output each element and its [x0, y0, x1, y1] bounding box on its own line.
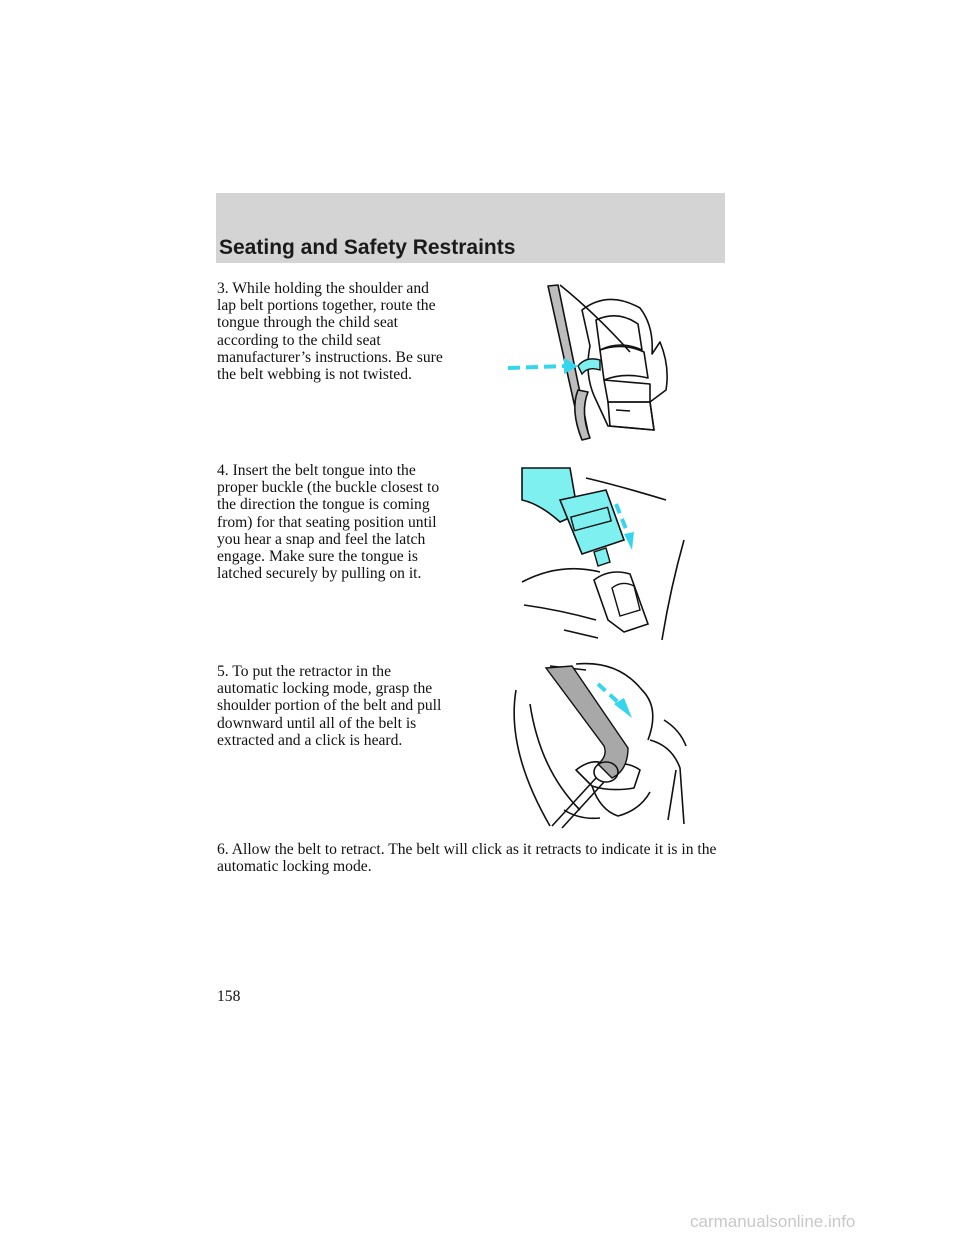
step-4-text: 4. Insert the belt tongue into the prope…	[217, 462, 440, 583]
step-3-text: 3. While holding the shoulder and lap be…	[217, 280, 443, 384]
watermark: carmanualsonline.info	[690, 1212, 856, 1231]
buckle-insertion-illustration	[521, 467, 685, 641]
step-5-text: 5. To put the retractor in the automatic…	[217, 663, 442, 749]
step-6-text: 6. Allow the belt to retract. The belt w…	[217, 841, 717, 876]
child-seat-routing-illustration	[507, 284, 668, 441]
section-header-band	[216, 193, 725, 263]
retractor-locking-illustration	[513, 662, 687, 829]
section-title: Seating and Safety Restraints	[219, 236, 516, 259]
page-number: 158	[217, 988, 241, 1005]
